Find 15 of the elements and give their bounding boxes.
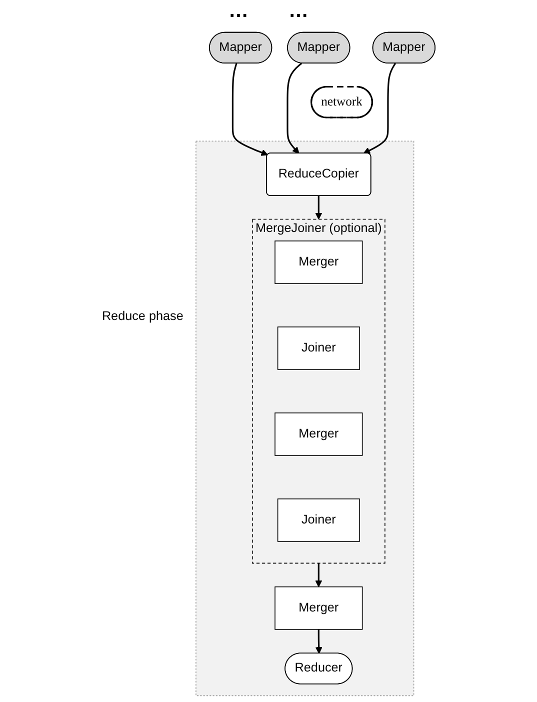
- arrow: [315, 563, 322, 588]
- node-box: Joiner: [277, 498, 360, 542]
- node-box: Merger: [274, 586, 363, 630]
- node-box: Joiner: [277, 326, 360, 370]
- ellipsis-label: …: [288, 0, 308, 24]
- arrow: [286, 62, 302, 154]
- node-box: Merger: [274, 240, 363, 284]
- node-box: Merger: [274, 412, 363, 456]
- arrow: [315, 629, 322, 654]
- cluster: [196, 140, 414, 696]
- node-label: Reduce phase: [102, 310, 184, 324]
- arrow: [232, 63, 268, 156]
- arrow: [315, 196, 322, 220]
- arrow: [363, 63, 396, 154]
- ellipsis-label: …: [228, 0, 248, 24]
